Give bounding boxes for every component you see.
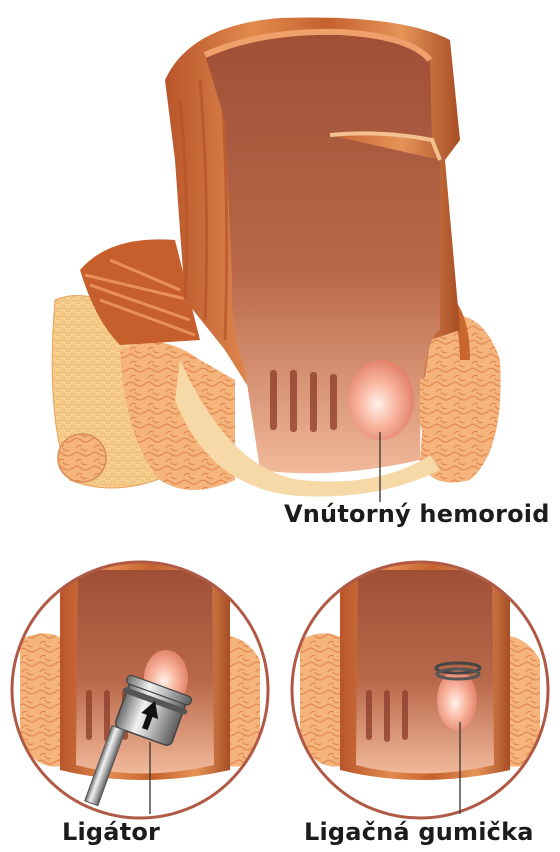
ligator-inset (0, 550, 280, 830)
label-internal-hemorrhoid: Vnútorný hemoroid (284, 500, 550, 528)
rectum-cross-section (52, 17, 500, 496)
internal-hemorrhoid (348, 360, 414, 440)
band-inset (280, 550, 560, 830)
label-rubber-band: Ligačná gumička (304, 818, 534, 846)
label-ligator: Ligátor (62, 818, 160, 846)
